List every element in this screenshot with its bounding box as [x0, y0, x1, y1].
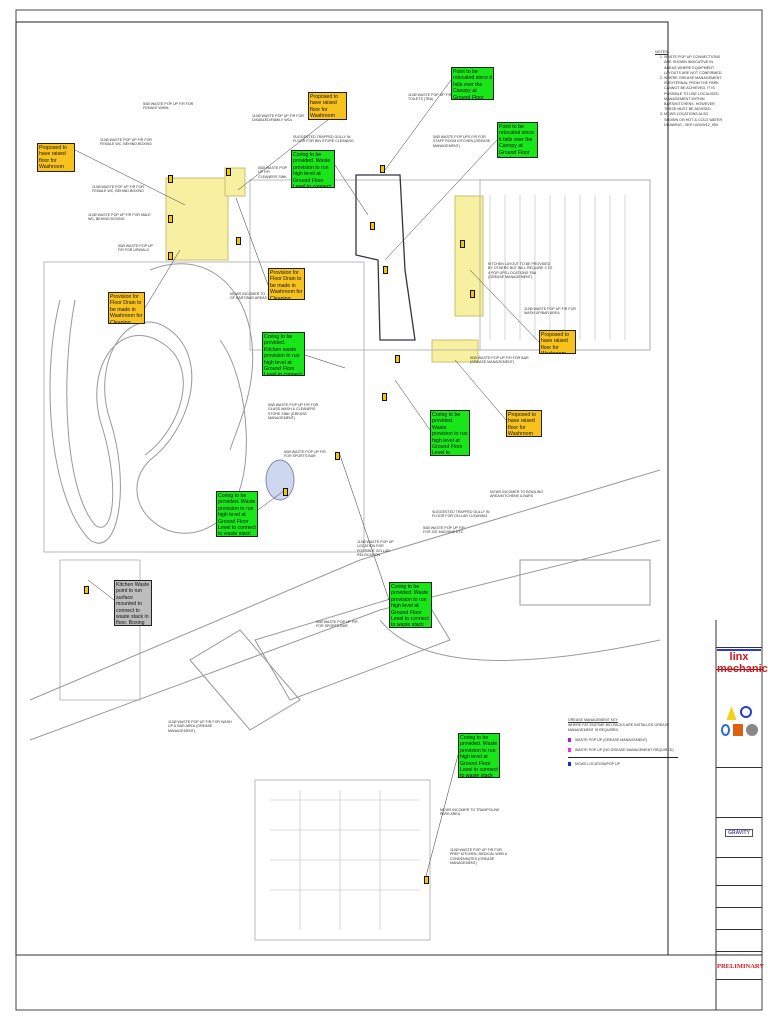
date-box	[716, 930, 762, 952]
blue-marker-icon	[568, 762, 571, 767]
callout-raised-floor: Proposed to have raised floor for Washro…	[37, 143, 75, 172]
pop-up-tag	[84, 586, 89, 594]
pop-up-tag	[168, 175, 173, 183]
pop-up-tag	[226, 168, 231, 176]
pop-up-tag	[335, 452, 340, 460]
key-item: MCWS LOCATION/POP UP	[568, 762, 678, 767]
annotation-label: MCWS INCOMER TO GF KART/BAR AREAS	[230, 292, 267, 301]
annotation-label: MCWS INCOMER TO TRAMPOLINE PARK AREA	[440, 808, 500, 817]
callout-coring-waste: Coring to be provided. Waste provision t…	[216, 491, 258, 537]
annotation-label: 50Ø WASTE POP UP F/R FOR SPORTS BAR	[316, 620, 358, 629]
pop-up-tag	[460, 240, 465, 248]
plan-frame	[15, 21, 669, 956]
callout-coring-waste: Coring to be provided. Waste provision t…	[389, 582, 432, 628]
status-box: PRELIMINARY	[716, 952, 765, 980]
pop-up-tag	[168, 252, 173, 260]
callout-raised-floor: Proposed to have raised floor for Washro…	[506, 410, 542, 437]
accreditation-logo-icon	[720, 724, 730, 736]
company-details	[716, 670, 762, 768]
accreditation-logo-icon	[739, 706, 752, 718]
drawing-title-box	[716, 858, 762, 886]
callout-floor-drain: Provision for Floor Drain to be made in …	[268, 268, 305, 300]
note-item: MCWS LOCATIONS ALSO SHOWN ON HOT & COLD …	[664, 112, 723, 128]
status-stamp: PRELIMINARY	[717, 963, 765, 970]
linx-logo: linx mechanical	[716, 648, 768, 675]
pop-up-tag	[470, 290, 475, 298]
callout-floor-drain: Provision for Floor Drain to be made in …	[108, 292, 145, 324]
annotation-label: 50Ø WASTE POP UP F/R FOR SPORTS BAR	[284, 450, 326, 459]
accreditation-logo-icon	[745, 724, 758, 736]
drawing-number-box	[716, 886, 762, 908]
client-box: GRAVITY	[716, 818, 762, 858]
pop-up-tag	[370, 222, 375, 230]
callout-coring-waste: Coring to be provided. Waste provision t…	[458, 733, 500, 778]
callout-raised-floor: Proposed to have raised floor for Washro…	[539, 330, 576, 354]
revision-box	[716, 620, 762, 648]
pop-up-tag	[380, 165, 385, 173]
pop-up-tag	[395, 355, 400, 363]
key-title: GREASE MANAGEMENT KEY	[568, 718, 618, 722]
gravity-logo: GRAVITY	[725, 829, 753, 837]
annotation-label: 50Ø WASTE POP UP F/R FOR GLASS WASH & CL…	[268, 403, 319, 421]
pop-up-tag	[283, 488, 288, 496]
purple-marker-icon	[568, 738, 571, 743]
washroom-highlight	[165, 177, 229, 261]
annotation-label: 110Ø WASTE POP UP F/R FOR WASH UP/BAR AR…	[524, 307, 576, 316]
note-item: WASTE POP UP CONNECTIONS ARE SHOWN INDIC…	[664, 55, 723, 76]
key-item: WASTE POP UP (NO GREASE MANAGEMENT REQUI…	[568, 748, 678, 753]
callout-coring-waste: Coring to be provided. Waste provision t…	[430, 410, 470, 456]
kitchen-highlight	[454, 195, 484, 317]
annotation-label: 110Ø WASTE POP UP F/R FOR FEMALE WC, BEH…	[100, 138, 152, 147]
annotation-label: 50Ø WASTE POP UP F/R FOR URINALS	[118, 244, 153, 253]
annotation-label: 110Ø WASTE POP UP F/R FOR PREP KITCHEN, …	[450, 848, 508, 866]
annotation-label: 110Ø WASTE POP UP F/R FOR DISABLED/FAMIL…	[252, 114, 304, 123]
key-item: WASTE POP UP (GREASE MANAGEMENT)	[568, 738, 678, 743]
annotation-label: SUGGESTED TRAPPED GULLY IN FLOOR FOR BIN…	[293, 135, 354, 144]
pop-up-tag	[383, 266, 388, 274]
annotation-label: 110Ø WASTE POP UP F/R FOR WASH UP & BAR …	[168, 720, 232, 733]
annotation-label: 50Ø WASTE POP UP F/R FOR ICE MACHINE ETC	[423, 526, 465, 535]
pop-up-tag	[236, 237, 241, 245]
note-item: WHERE GREASE MANAGEMENT IS EXTERNAL FROM…	[664, 76, 723, 112]
annotation-label: 110Ø WASTE POP UP F/R TOILETS (TBA)	[408, 93, 452, 102]
callout-coring-waste: Coring to be provided. Waste provision t…	[291, 150, 335, 188]
callout-coring-grease: Coring to be provided. Kitchen waste pro…	[262, 332, 305, 376]
scale-box	[716, 908, 762, 930]
callout-raised-floor: Proposed to have raised floor for Washro…	[308, 92, 347, 120]
callout-relocate: Point to be relocated since it falls ove…	[497, 122, 538, 158]
callout-kitchen-surface: Kitchen Waste point to run surface mount…	[114, 580, 152, 626]
key-subtitle: WHERE FAT ENZYME BIO-PACKS ARE INSTALLED…	[568, 723, 670, 732]
annotation-label: 110Ø WASTE POP UP F/R FOR MALE WC, BEHIN…	[88, 213, 151, 222]
grease-management-key: GREASE MANAGEMENT KEY WHERE FAT ENZYME B…	[568, 718, 678, 767]
annotation-label: 110Ø WASTE POP UP F/R FOR FEMALE WC, BEH…	[92, 185, 144, 194]
stair-core-outline	[355, 174, 416, 341]
pop-up-tag	[424, 876, 429, 884]
callout-relocate: Point to be relocated since it falls ove…	[451, 67, 494, 100]
drawing-notes: NOTES WASTE POP UP CONNECTIONS ARE SHOWN…	[655, 50, 723, 128]
accreditation-logo-icon	[726, 706, 737, 720]
notes-title: NOTES	[655, 50, 668, 54]
accreditation-logo-icon	[732, 724, 743, 736]
pop-up-tag	[382, 393, 387, 401]
project-details	[716, 768, 762, 818]
annotation-label: 50Ø WASTE POP UPS F/R FOR STAFF ROOM KIT…	[433, 135, 491, 148]
annotation-label: 50Ø WASTE POP UP F/R FOR BAR (GREASE MAN…	[470, 356, 529, 365]
annotation-label: KITCHEN LAYOUT TO BE PROVIDED BY OTHERS …	[488, 262, 553, 280]
pink-marker-icon	[568, 748, 571, 753]
pop-up-tag	[168, 215, 173, 223]
annotation-label: MCWS INCOMER TO BOWLING AREA/KITCHENS & …	[490, 490, 544, 499]
annotation-label: 50Ø WASTE POP UP F/R FOR FEMALE WHBs	[143, 102, 194, 111]
annotation-label: SUGGESTED TRAPPED GULLY IN FLOOR FOR CEL…	[432, 510, 490, 519]
annotation-label: 110Ø WASTE POP UP LOCATION FOR POSSIBLE …	[357, 540, 394, 558]
annotation-label: 50Ø WASTE POP UP F/R CLEANERS SINK	[258, 166, 287, 179]
